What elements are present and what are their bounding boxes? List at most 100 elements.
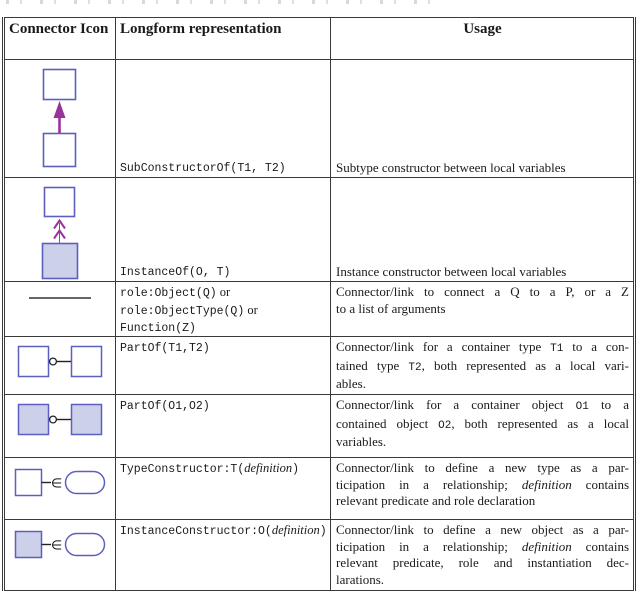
text-line: InstanceOf(O, T) xyxy=(120,263,329,281)
usage-cell: Connector/link for a container type T1 t… xyxy=(331,337,633,394)
text-segment-mono: ) xyxy=(319,525,327,538)
usage-cell: Subtype constructor between local variab… xyxy=(331,60,633,177)
text-line: InstanceConstructor:O(definition) xyxy=(120,522,329,540)
role-link-line-icon xyxy=(25,292,95,304)
table-row: InstanceOf(O, T) Instance constructor bet… xyxy=(5,178,633,282)
table-row: PartOf(O1,O2)Connector/link for a contai… xyxy=(5,395,633,458)
text-line: TypeConstructor:T(definition) xyxy=(120,460,329,478)
text-line: relevant predicate and role declaration xyxy=(336,493,629,510)
text-segment-serif: Connector/link to define a new type as a… xyxy=(336,460,629,475)
text-segment-serif: or xyxy=(216,285,231,299)
text-line: relevant predicate, role and instantiati… xyxy=(336,555,629,572)
text-segment-serif: contained object xyxy=(336,415,439,431)
svg-text:∈: ∈ xyxy=(51,539,62,554)
text-segment-italic: definition xyxy=(521,476,572,492)
text-segment-mono: O1 xyxy=(575,401,589,413)
usage-cell: Connector/link to define a new object as… xyxy=(331,520,633,590)
longform-cell: InstanceConstructor:O(definition) xyxy=(116,520,331,590)
text-segment-mono: Function(Z) xyxy=(120,322,196,335)
usage-cell: Connector/link to connect a Q to a P, or… xyxy=(331,282,633,336)
text-segment-serif: ticipation in a relationship; xyxy=(336,476,522,492)
text-line: contained object O2, both represented as… xyxy=(336,416,629,435)
cropped-caption-fragment xyxy=(6,0,436,4)
text-line: Connector/link to define a new object as… xyxy=(336,522,629,539)
text-line: Subtype constructor between local variab… xyxy=(336,160,629,177)
text-segment-serif: , both represented as a local vari- xyxy=(421,357,629,373)
text-segment-mono: O2 xyxy=(438,419,452,432)
connector-table: Connector Icon Longform representation U… xyxy=(4,17,634,591)
text-segment-mono: InstanceOf(O, T) xyxy=(120,265,231,279)
text-segment-serif: relevant predicate and role declaration xyxy=(336,493,536,508)
icon-cell xyxy=(5,178,116,281)
usage-cell: Instance constructor between local varia… xyxy=(331,178,633,281)
text-line: to a list of arguments xyxy=(336,301,629,318)
text-segment-serif: to a list of arguments xyxy=(336,300,446,316)
longform-cell: InstanceOf(O, T) xyxy=(116,178,331,281)
longform-cell: PartOf(T1,T2) xyxy=(116,337,331,394)
text-segment-mono: role:Object(Q) xyxy=(120,287,217,300)
subconstructor-arrow-icon xyxy=(38,68,82,168)
text-segment-mono: T2 xyxy=(408,361,422,374)
text-segment-serif: ticipation in a relationship; xyxy=(336,538,522,554)
text-segment-serif: Instance constructor between local varia… xyxy=(336,263,567,279)
text-segment-serif: Subtype constructor between local variab… xyxy=(336,159,566,175)
text-segment-serif: ables. xyxy=(336,376,366,391)
longform-cell: SubConstructorOf(T1, T2) xyxy=(116,60,331,177)
table-row: ∈ TypeConstructor:T(definition)Connector… xyxy=(5,458,633,520)
text-segment-serif: to a xyxy=(588,397,629,412)
text-segment-serif: Connector/link for a container object xyxy=(336,397,576,412)
icon-cell: ∈ xyxy=(5,458,116,519)
instanceconstructor-connector-icon: ∈ xyxy=(13,526,107,564)
typeconstructor-connector-icon: ∈ xyxy=(13,464,107,502)
text-segment-serif: Connector/link to define a new object as… xyxy=(336,522,629,537)
icon-cell xyxy=(5,395,116,457)
icon-cell xyxy=(5,60,116,177)
text-segment-serif: to a con- xyxy=(563,339,629,354)
text-line: role:Object(Q) or xyxy=(120,284,329,302)
table-row: ∈ InstanceConstructor:O(definition)Conne… xyxy=(5,520,633,590)
usage-cell: Connector/link for a container object O1… xyxy=(331,395,633,457)
text-line: tained type T2, both represented as a lo… xyxy=(336,358,629,377)
table-row: SubConstructorOf(T1, T2) Subtype construc… xyxy=(5,60,633,178)
text-line: Instance constructor between local varia… xyxy=(336,264,629,281)
partof-type-connector-icon xyxy=(16,343,104,381)
text-line: role:ObjectType(Q) or xyxy=(120,302,329,320)
text-line: PartOf(T1,T2) xyxy=(120,339,329,357)
text-line: larations. xyxy=(336,572,629,589)
text-segment-serif: tained type xyxy=(336,357,409,373)
text-segment-serif: Connector/link to connect a Q to a P, or… xyxy=(336,284,629,299)
text-segment-serif: , both represented as a local xyxy=(451,415,629,431)
text-line: Function(Z) xyxy=(120,319,329,336)
usage-cell: Connector/link to define a new type as a… xyxy=(331,458,633,519)
longform-cell: TypeConstructor:T(definition) xyxy=(116,458,331,519)
text-line: Connector/link to define a new type as a… xyxy=(336,460,629,477)
text-line: SubConstructorOf(T1, T2) xyxy=(120,159,329,177)
icon-cell: ∈ xyxy=(5,520,116,590)
text-segment-mono: TypeConstructor:T( xyxy=(120,463,245,476)
table-row: PartOf(T1,T2)Connector/link for a contai… xyxy=(5,337,633,395)
text-segment-mono: SubConstructorOf(T1, T2) xyxy=(120,161,286,175)
text-segment-italic: definition xyxy=(271,523,320,537)
text-line: ticipation in a relationship; definition… xyxy=(336,477,629,494)
icon-cell xyxy=(5,282,116,336)
instanceof-arrow-icon xyxy=(38,186,82,280)
text-line: Connector/link to connect a Q to a P, or… xyxy=(336,284,629,301)
text-segment-mono: ) xyxy=(292,463,300,476)
text-segment-mono: InstanceConstructor:O( xyxy=(120,525,272,538)
longform-cell: PartOf(O1,O2) xyxy=(116,395,331,457)
text-segment-serif: variables. xyxy=(336,434,387,449)
text-segment-serif: contains xyxy=(571,538,629,554)
text-segment-serif: relevant predicate, role and instantiati… xyxy=(336,555,629,570)
text-segment-mono: role:ObjectType(Q) xyxy=(120,304,245,318)
connector-table-outer-border: Connector Icon Longform representation U… xyxy=(2,17,636,591)
table-header-row: Connector Icon Longform representation U… xyxy=(5,18,633,60)
text-segment-mono: T1 xyxy=(550,343,564,355)
partof-object-connector-icon xyxy=(16,401,104,439)
svg-text:∈: ∈ xyxy=(51,477,62,492)
text-segment-italic: definition xyxy=(244,461,293,475)
text-segment-italic: definition xyxy=(521,538,572,554)
header-connector-icon: Connector Icon xyxy=(5,18,116,59)
header-usage: Usage xyxy=(463,21,502,37)
